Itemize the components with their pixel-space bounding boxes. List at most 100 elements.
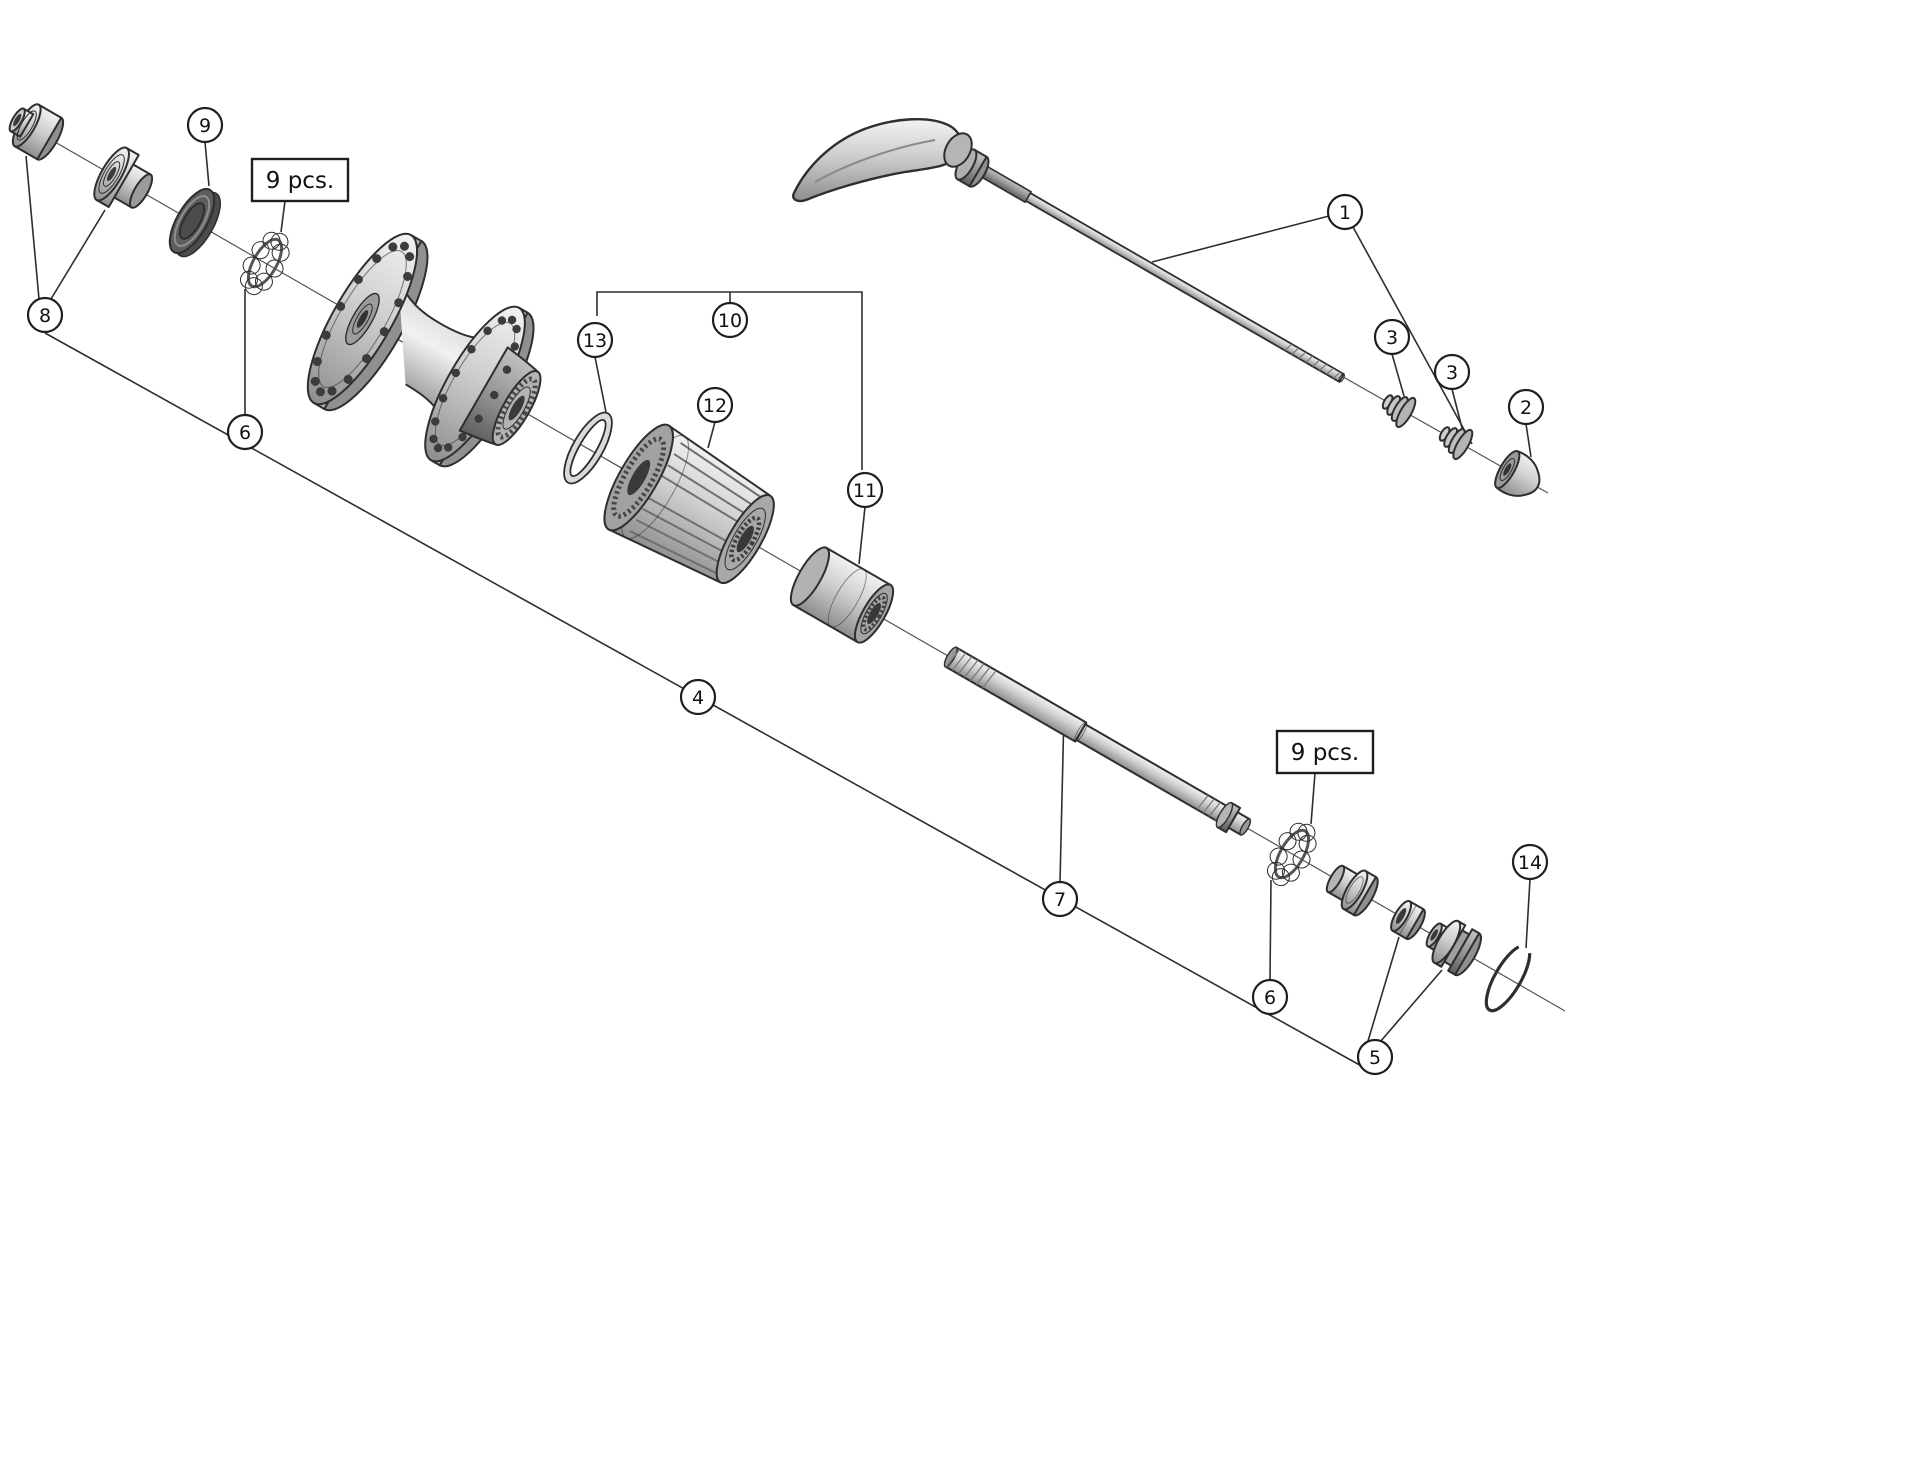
callout-8: 8 [26, 296, 64, 334]
callout-number: 6 [1264, 987, 1276, 1009]
callout-11: 11 [846, 471, 884, 509]
leader-9pcs-right [1310, 772, 1316, 825]
callout-number: 2 [1520, 397, 1532, 419]
leader-6-right [1269, 879, 1272, 981]
note-label: 9 pcs. [1291, 740, 1359, 766]
callout-number: 3 [1386, 327, 1398, 349]
callout-leaders [25, 141, 1532, 1074]
leader-13 [594, 356, 607, 413]
callout-4: 4 [679, 678, 717, 716]
spacer-sleeve [789, 546, 895, 644]
leader-9pcs-left [280, 200, 286, 233]
callout-circle [1511, 843, 1549, 881]
callout-circle [846, 471, 884, 509]
leader-2 [1525, 423, 1532, 458]
callout-number: 9 [199, 115, 211, 137]
bearing-race-serration [495, 376, 538, 440]
callout-number: 10 [718, 310, 742, 332]
callout-circle [186, 106, 224, 144]
note-9-pcs-: 9 pcs. [1275, 729, 1375, 775]
qr-end-nut [1494, 449, 1541, 497]
callout-circle [1041, 880, 1079, 918]
callout-number: 12 [703, 395, 727, 417]
left-flange-spoke-holes [310, 241, 415, 397]
leader-5b [1379, 969, 1443, 1043]
callout-5: 5 [1356, 1038, 1394, 1076]
callout-number: 14 [1518, 852, 1542, 874]
locknut-cap-left [8, 103, 65, 161]
cone-left [93, 146, 154, 209]
leader-9 [204, 141, 210, 187]
callout-12: 12 [696, 386, 734, 424]
callout-6: 6 [226, 413, 264, 451]
callout-10: 10 [711, 301, 749, 339]
freehub-spline-bore [729, 515, 762, 563]
callout-circle [1433, 353, 1471, 391]
note-box [1275, 729, 1375, 775]
note-9-pcs-: 9 pcs. [250, 157, 350, 203]
callout-number: 8 [39, 305, 51, 327]
callout-14: 14 [1511, 843, 1549, 881]
freehub-ratchet-ring [611, 436, 667, 519]
leader-7 [1059, 711, 1065, 883]
leader-8b [50, 209, 106, 300]
callout-circle [696, 386, 734, 424]
callout-13: 13 [576, 321, 614, 359]
qr-cam [954, 148, 990, 188]
callout-number: 1 [1339, 202, 1351, 224]
seal-oring [563, 411, 613, 485]
ball-retainer-left [239, 231, 290, 296]
axle-end-cap [1425, 919, 1482, 977]
callout-3: 3 [1373, 318, 1411, 356]
callout-circle [711, 301, 749, 339]
leader-11 [858, 506, 866, 565]
qr-skewer-rod [970, 160, 1345, 383]
axle [943, 646, 1252, 836]
leader-5a [1367, 936, 1400, 1042]
callout-circle [1251, 978, 1289, 1016]
qr-lever-pivot [943, 132, 973, 168]
qr-lever [792, 118, 973, 203]
callout-circle [26, 296, 64, 334]
callout-number: 6 [239, 422, 251, 444]
leader-12 [707, 421, 716, 449]
callout-circle [679, 678, 717, 716]
callout-circle [1326, 193, 1364, 231]
leader-1a [1151, 215, 1330, 263]
freehub-body [603, 423, 775, 585]
leader-1b [1352, 226, 1473, 445]
right-flange-spoke-holes [429, 315, 521, 453]
note-box [250, 157, 350, 203]
cone-right [1325, 864, 1379, 917]
callout-circle [1356, 1038, 1394, 1076]
leader-8a [25, 155, 40, 300]
qr-lever-detail-line [814, 139, 936, 183]
callout-number: 4 [692, 687, 704, 709]
callout-circle [1507, 388, 1545, 426]
leader-14 [1525, 878, 1531, 949]
leader-3b [1451, 388, 1463, 429]
hub-barrel [397, 276, 498, 428]
callout-6: 6 [1251, 978, 1289, 1016]
note-label: 9 pcs. [266, 168, 334, 194]
callout-number: 5 [1369, 1047, 1381, 1069]
callout-circle [576, 321, 614, 359]
seal-ring-left [168, 187, 222, 258]
qr-spring-1 [1381, 394, 1417, 429]
locknut-right [1390, 899, 1426, 941]
callout-number: 7 [1054, 889, 1066, 911]
callout-number: 13 [583, 330, 607, 352]
hub-shell [306, 232, 542, 468]
callout-3: 3 [1433, 353, 1471, 391]
leader-3a [1391, 353, 1405, 397]
hub-axis-line [14, 118, 1566, 1012]
callout-number: 3 [1446, 362, 1458, 384]
qr-spring-2 [1438, 426, 1474, 461]
callout-number: 11 [853, 480, 877, 502]
callout-circle [226, 413, 264, 451]
ball-retainer-right [1266, 822, 1317, 887]
callout-2: 2 [1507, 388, 1545, 426]
callout-1: 1 [1326, 193, 1364, 231]
